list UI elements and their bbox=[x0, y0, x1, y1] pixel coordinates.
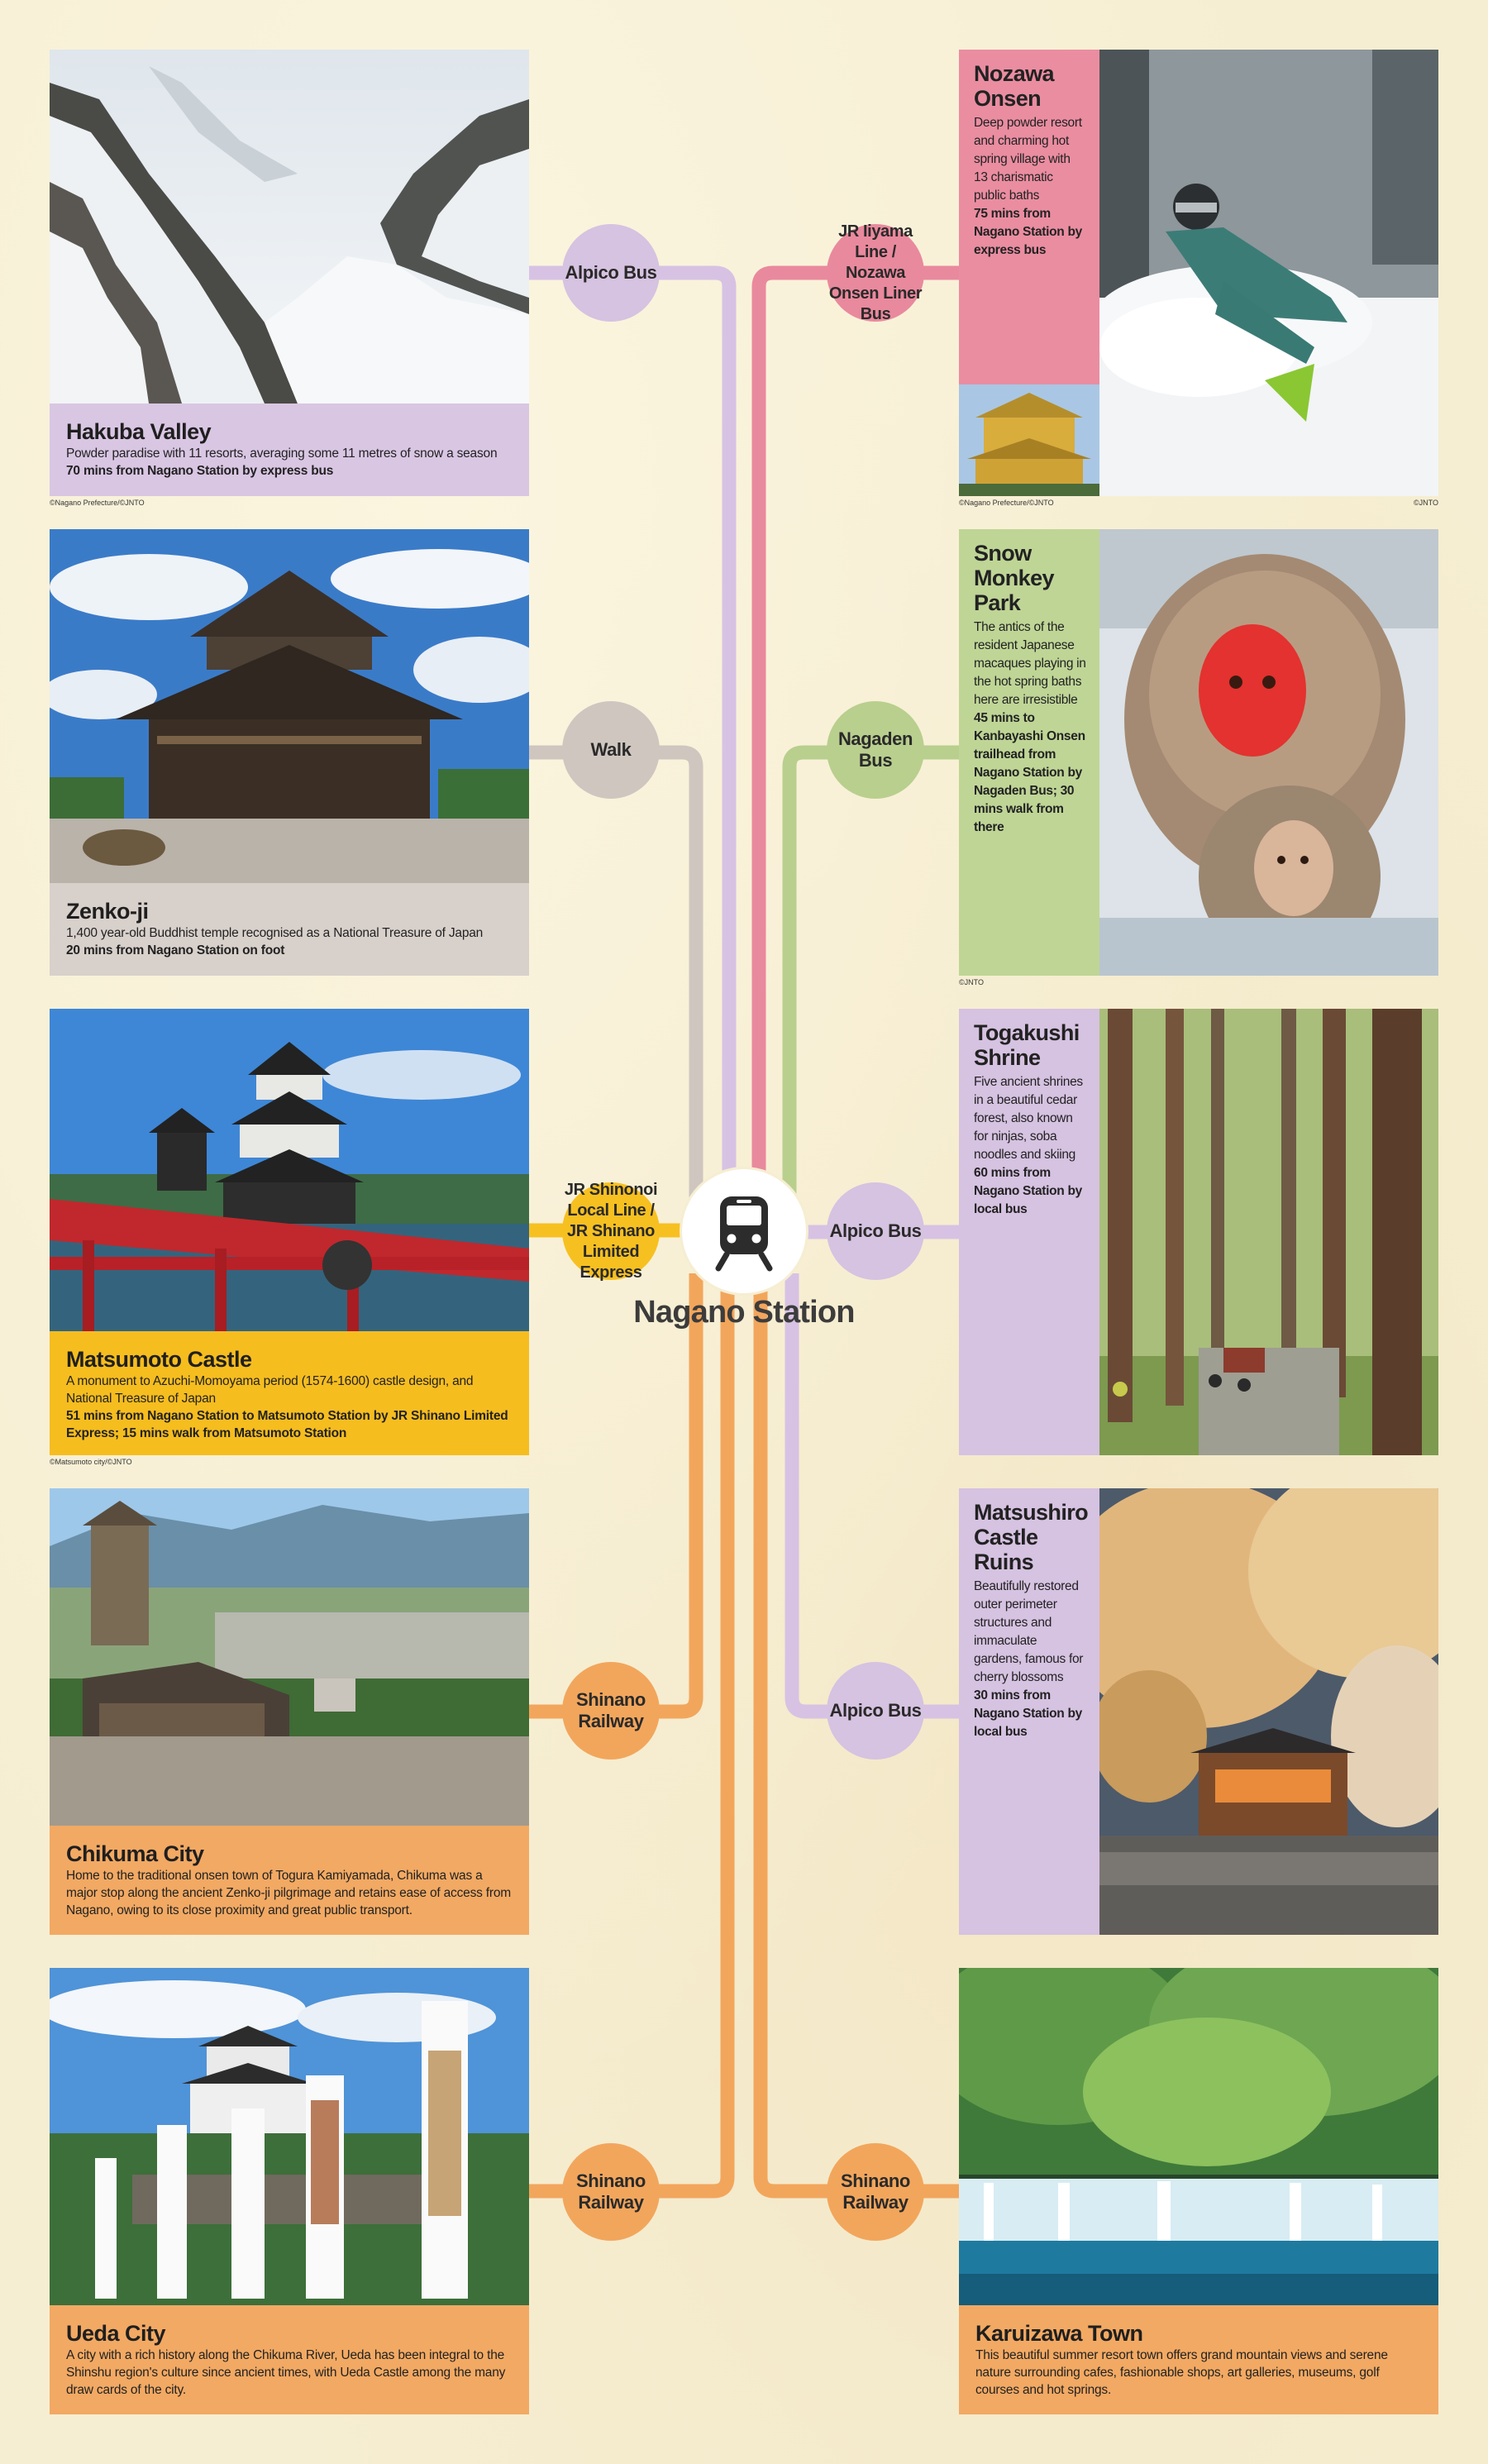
line-zenkoji bbox=[529, 745, 703, 1224]
matsumoto-caption: Matsumoto Castle A monument to Azuchi-Mo… bbox=[50, 1331, 529, 1455]
destination-title: Hakuba Valley bbox=[66, 419, 212, 444]
line-monkey bbox=[782, 745, 963, 1207]
badge-togakushi-alpico-bus: Alpico Bus bbox=[827, 1182, 924, 1280]
hakuba-photo bbox=[50, 50, 529, 404]
destination-description: Beautifully restored outer perimeter str… bbox=[974, 1579, 1084, 1684]
photo-credit: ©Matsumoto city/©JNTO bbox=[50, 1458, 132, 1466]
card-matsumoto[interactable]: Matsumoto Castle A monument to Azuchi-Mo… bbox=[50, 1009, 529, 1455]
destination-description: Five ancient shrines in a beautiful ceda… bbox=[974, 1075, 1083, 1162]
zenkoji-photo bbox=[50, 529, 529, 883]
badge-hakuba-alpico-bus: Alpico Bus bbox=[562, 224, 660, 322]
card-togakushi[interactable]: Togakushi Shrine Five ancient shrines in… bbox=[959, 1009, 1438, 1455]
badge-matsushiro-alpico-bus: Alpico Bus bbox=[827, 1662, 924, 1760]
karuizawa-photo bbox=[959, 1968, 1438, 2305]
togakushi-photo bbox=[1099, 1009, 1438, 1455]
matsushiro-info-panel: Matsushiro Castle Ruins Beautifully rest… bbox=[959, 1488, 1099, 1935]
destination-description: A city with a rich history along the Chi… bbox=[66, 2348, 506, 2397]
badge-nozawa-jr-iiyama: JR Iiyama Line / Nozawa Onsen Liner Bus bbox=[827, 222, 924, 323]
card-ueda[interactable]: Ueda City A city with a rich history alo… bbox=[50, 1968, 529, 2414]
travel-info: 51 mins from Nagano Station to Matsumoto… bbox=[66, 1409, 508, 1440]
karuizawa-caption: Karuizawa Town This beautiful summer res… bbox=[959, 2305, 1438, 2414]
line-nozawa bbox=[751, 265, 963, 1182]
destination-description: 1,400 year-old Buddhist temple recognise… bbox=[66, 926, 484, 940]
togakushi-info-panel: Togakushi Shrine Five ancient shrines in… bbox=[959, 1009, 1099, 1455]
line-chikuma bbox=[529, 1273, 703, 1719]
photo-credit: ©Nagano Prefecture/©JNTO bbox=[959, 499, 1054, 507]
monkey-info-panel: Snow Monkey Park The antics of the resid… bbox=[959, 529, 1099, 976]
hakuba-caption: Hakuba Valley Powder paradise with 11 re… bbox=[50, 404, 529, 496]
destination-title: Matsumoto Castle bbox=[66, 1347, 252, 1372]
chikuma-caption: Chikuma City Home to the traditional ons… bbox=[50, 1826, 529, 1935]
badge-chikuma-shinano-railway: Shinano Railway bbox=[562, 1662, 660, 1760]
travel-info: 45 mins to Kanbayashi Onsen trailhead fr… bbox=[974, 711, 1085, 834]
travel-info: 30 mins from Nagano Station by local bus bbox=[974, 1688, 1082, 1739]
photo-credit: ©JNTO bbox=[959, 978, 984, 986]
destination-description: The antics of the resident Japanese maca… bbox=[974, 620, 1086, 707]
line-karuizawa bbox=[753, 1290, 963, 2199]
ueda-photo bbox=[50, 1968, 529, 2305]
zenkoji-caption: Zenko-ji 1,400 year-old Buddhist temple … bbox=[50, 883, 529, 976]
card-nozawa[interactable]: Nozawa Onsen Deep powder resort and char… bbox=[959, 50, 1438, 496]
train-icon bbox=[715, 1196, 773, 1272]
destination-title: Matsushiro Castle Ruins bbox=[974, 1500, 1089, 1574]
monkey-photo bbox=[1099, 529, 1438, 976]
badge-zenkoji-walk: Walk bbox=[562, 701, 660, 799]
destination-title: Togakushi Shrine bbox=[974, 1020, 1080, 1070]
destination-title: Ueda City bbox=[66, 2321, 166, 2346]
destination-title: Snow Monkey Park bbox=[974, 541, 1055, 615]
badge-monkey-nagaden-bus: Nagaden Bus bbox=[827, 701, 924, 799]
card-karuizawa[interactable]: Karuizawa Town This beautiful summer res… bbox=[959, 1968, 1438, 2414]
photo-credit: ©JNTO bbox=[1414, 499, 1438, 507]
nagano-station-label: Nagano Station bbox=[633, 1295, 855, 1330]
card-matsushiro[interactable]: Matsushiro Castle Ruins Beautifully rest… bbox=[959, 1488, 1438, 1935]
nozawa-photo bbox=[1099, 50, 1438, 496]
badge-karuizawa-shinano-railway: Shinano Railway bbox=[827, 2143, 924, 2241]
matsumoto-photo bbox=[50, 1009, 529, 1331]
destination-description: Home to the traditional onsen town of To… bbox=[66, 1869, 511, 1917]
travel-info: 20 mins from Nagano Station on foot bbox=[66, 943, 285, 957]
travel-info: 75 mins from Nagano Station by express b… bbox=[974, 207, 1082, 257]
line-ueda bbox=[529, 1290, 735, 2199]
card-monkey[interactable]: Snow Monkey Park The antics of the resid… bbox=[959, 529, 1438, 976]
ueda-caption: Ueda City A city with a rich history alo… bbox=[50, 2305, 529, 2414]
travel-info: 70 mins from Nagano Station by express b… bbox=[66, 464, 334, 478]
destination-title: Zenko-ji bbox=[66, 899, 149, 924]
card-hakuba[interactable]: Hakuba Valley Powder paradise with 11 re… bbox=[50, 50, 529, 496]
destination-description: Powder paradise with 11 resorts, averagi… bbox=[66, 446, 498, 461]
line-matsushiro bbox=[785, 1273, 963, 1719]
destination-title: Nozawa Onsen bbox=[974, 61, 1055, 111]
nagano-station-hub[interactable] bbox=[682, 1169, 806, 1293]
destination-description: This beautiful summer resort town offers… bbox=[975, 2348, 1388, 2397]
destination-title: Karuizawa Town bbox=[975, 2321, 1143, 2346]
badge-matsumoto-jr: JR Shinonoi Local Line / JR Shinano Limi… bbox=[562, 1181, 660, 1282]
destination-description: A monument to Azuchi-Momoyama period (15… bbox=[66, 1374, 474, 1406]
badge-ueda-shinano-railway: Shinano Railway bbox=[562, 2143, 660, 2241]
destination-title: Chikuma City bbox=[66, 1841, 204, 1866]
nozawa-info-panel: Nozawa Onsen Deep powder resort and char… bbox=[959, 50, 1099, 384]
chikuma-photo bbox=[50, 1488, 529, 1826]
card-zenkoji[interactable]: Zenko-ji 1,400 year-old Buddhist temple … bbox=[50, 529, 529, 976]
photo-credit: ©Nagano Prefecture/©JNTO bbox=[50, 499, 145, 507]
travel-info: 60 mins from Nagano Station by local bus bbox=[974, 1166, 1082, 1216]
destination-description: Deep powder resort and charming hot spri… bbox=[974, 116, 1082, 203]
card-chikuma[interactable]: Chikuma City Home to the traditional ons… bbox=[50, 1488, 529, 1935]
nozawa-inset-photo bbox=[959, 384, 1099, 496]
line-hakuba bbox=[529, 265, 737, 1191]
matsushiro-photo bbox=[1099, 1488, 1438, 1935]
